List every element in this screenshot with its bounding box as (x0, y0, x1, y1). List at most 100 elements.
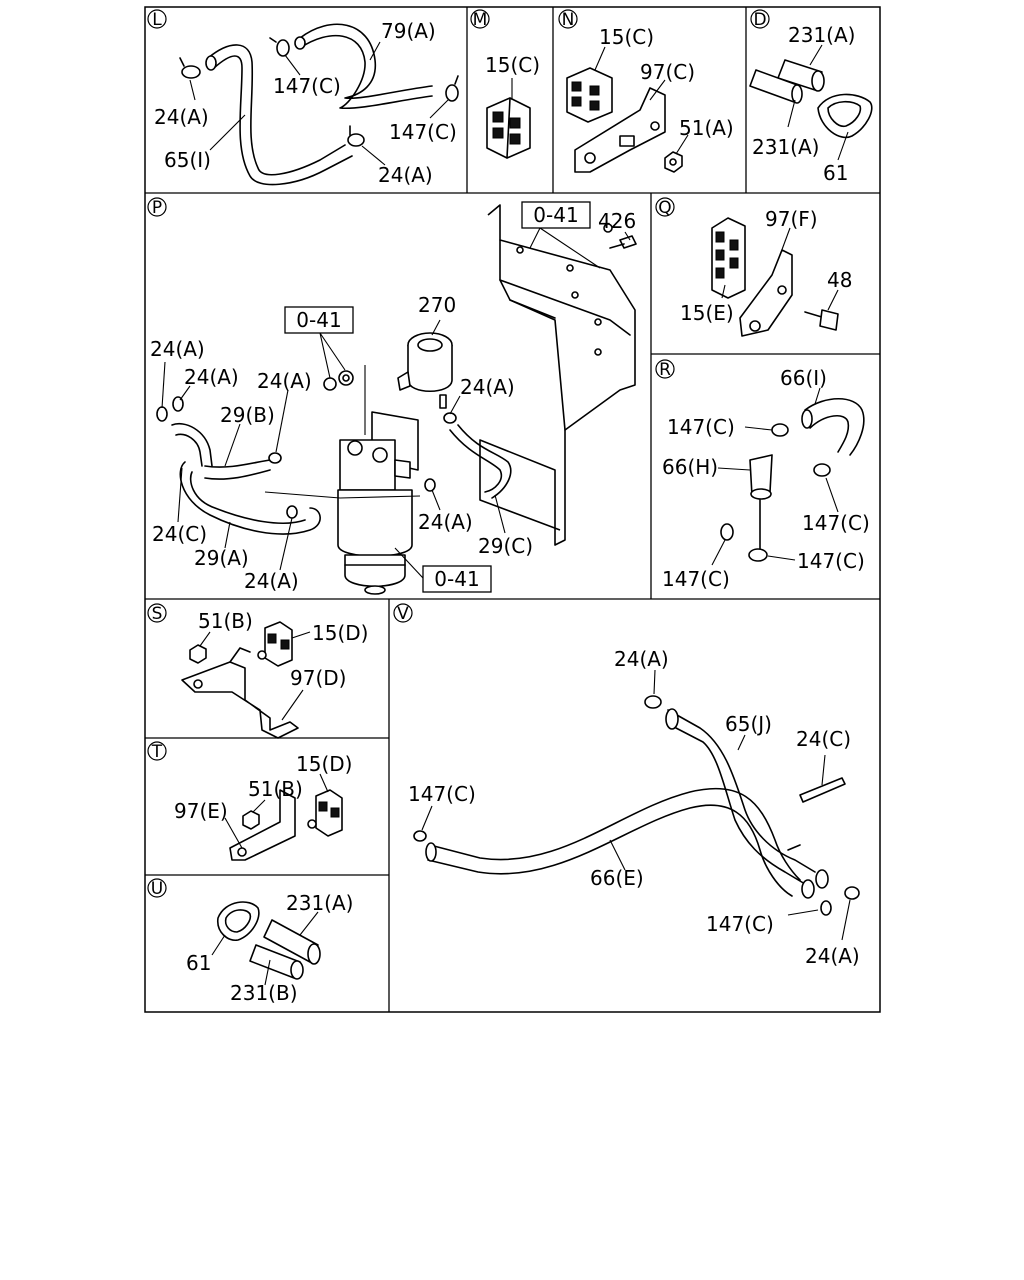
ref-0-41: 0-41 (434, 567, 479, 591)
leader (189, 79, 196, 101)
ref-box (284, 306, 354, 334)
hose-29b-outer (175, 433, 203, 467)
clamp-icon (286, 505, 298, 519)
clip-15d-icon (257, 621, 293, 667)
clamp-icon (820, 900, 832, 916)
clamp-icon (424, 478, 436, 492)
callout-15d: 15(D) (296, 752, 352, 776)
clip-15d-icon (307, 789, 343, 837)
callout-270: 270 (418, 293, 456, 317)
clamp-icon (644, 695, 662, 709)
leader (264, 959, 271, 986)
leader (624, 231, 631, 241)
clamp-icon (748, 548, 768, 562)
callout-147c: 147(C) (662, 567, 730, 591)
callout-24a: 24(A) (418, 510, 473, 534)
hose-29b-run (204, 459, 271, 468)
hose-66i-icon (801, 398, 865, 456)
clip-15c-icon (486, 97, 531, 159)
panel-Q: Q 97(F) 48 15(E) (655, 197, 852, 337)
nut-51b-icon (242, 810, 260, 830)
callout-65i: 65(I) (164, 148, 211, 172)
callout-147c: 147(C) (706, 912, 774, 936)
clamp-icon (413, 830, 427, 842)
callout-66i: 66(I) (780, 366, 827, 390)
panel-D: D 231(A) 231(A) 61 (749, 9, 873, 185)
clamp-icon (771, 423, 789, 437)
panel-id: S (152, 604, 163, 624)
callout-97c: 97(C) (640, 60, 695, 84)
hose-79a-outer (299, 34, 433, 110)
panel-id: D (753, 10, 766, 30)
hose-65i (207, 44, 346, 176)
callout-66h: 66(H) (662, 455, 718, 479)
bracket-97f-icon (739, 249, 793, 337)
leader (431, 319, 441, 336)
bracket-97d-icon (181, 647, 299, 739)
nut-51a-icon (664, 151, 683, 173)
leader (594, 46, 606, 71)
clip-24c-icon (799, 777, 846, 803)
hose-66e-icon (425, 787, 815, 899)
callout-97e: 97(E) (174, 799, 228, 823)
callout-24a: 24(A) (184, 365, 239, 389)
leader (649, 79, 666, 101)
panel-T: T 15(D) 51(B) 97(E) (147, 741, 352, 861)
clamp-icon (443, 412, 457, 424)
leader (224, 521, 231, 549)
outer-frame (144, 6, 881, 1013)
callout-231a: 231(A) (788, 23, 855, 47)
clamp-icon (813, 463, 831, 477)
panel-id-circle (147, 741, 167, 761)
callout-24a: 24(A) (460, 375, 515, 399)
leader (711, 539, 726, 566)
callout-51b: 51(B) (198, 609, 253, 633)
hose-29b-run-outer (204, 469, 271, 480)
leader (653, 669, 656, 695)
leader (429, 99, 449, 119)
panel-id: N (562, 10, 575, 30)
callout-24a: 24(A) (378, 163, 433, 187)
bracket-97c-icon (574, 87, 666, 173)
leader (825, 477, 839, 513)
hose-79a-end (294, 36, 306, 50)
panel-grid (144, 6, 881, 1013)
leader (421, 805, 433, 831)
callout-15c: 15(C) (599, 25, 654, 49)
ref-box (521, 201, 591, 229)
leader (284, 54, 301, 76)
hose-29c (449, 429, 503, 493)
panel-N: N 15(C) 97(C) 51(A) (558, 9, 734, 173)
leader (837, 131, 849, 161)
callout-231b: 231(B) (230, 981, 298, 1005)
callout-61: 61 (823, 161, 848, 185)
leader (675, 134, 689, 155)
clamp-icon (268, 452, 282, 464)
leader (319, 332, 346, 379)
hose-29a (179, 461, 321, 535)
panel-id-circle (750, 9, 770, 29)
clamp-icon (720, 523, 734, 541)
callout-147c: 147(C) (408, 782, 476, 806)
callout-24a: 24(A) (154, 105, 209, 129)
callout-15d: 15(D) (312, 621, 368, 645)
panel-M: M 15(C) (470, 9, 540, 159)
callout-61: 61 (186, 951, 211, 975)
leader (827, 289, 839, 311)
regulator-270-icon (397, 332, 453, 409)
panel-id-circle (147, 197, 167, 217)
hose-65j-icon (665, 708, 829, 889)
panel-id: P (152, 198, 162, 218)
callout-147c: 147(C) (797, 549, 865, 573)
panel-R: R 66(I) 147(C) 66(H) 147(C) 147(C) 147(C… (655, 359, 870, 591)
leader (787, 909, 819, 916)
hose-79a (299, 23, 433, 100)
leader (264, 491, 421, 499)
ref-0-41: 0-41 (533, 203, 578, 227)
sleeve-231b-icon (249, 944, 304, 980)
leader (394, 547, 424, 579)
clamp-icon (445, 75, 459, 102)
leader (431, 489, 441, 511)
sleeve-231a-icon (777, 59, 825, 92)
callout-48: 48 (827, 268, 852, 292)
